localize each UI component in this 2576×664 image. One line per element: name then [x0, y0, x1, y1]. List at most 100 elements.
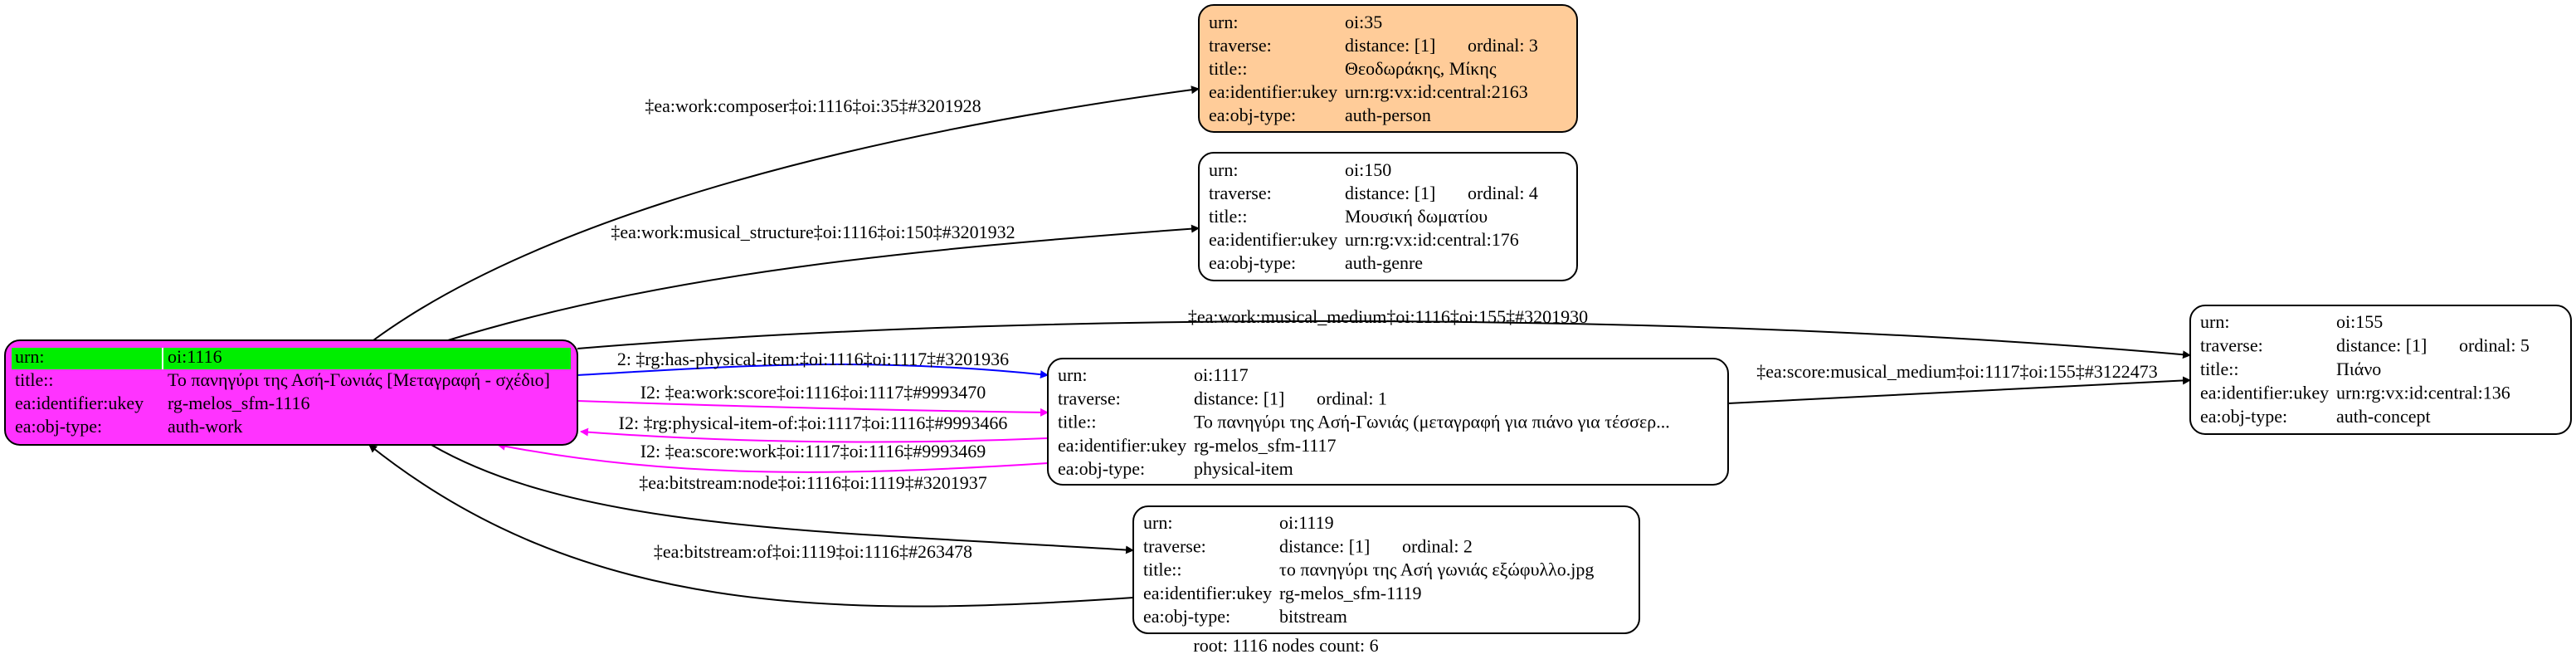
- edge-line: [368, 444, 1134, 608]
- node-field-label: ea:obj-type:: [1143, 606, 1230, 627]
- graph-node[interactable]: urn: oi:150 traverse: distance: [1] ordinal:…: [1198, 152, 1578, 281]
- node-field-label: traverse:: [1209, 183, 1272, 203]
- edge-line: [577, 320, 2191, 359]
- node-field-value: auth-genre: [1345, 252, 1423, 273]
- node-field-value: oi:1119: [1279, 512, 1334, 533]
- node-field-value: Μουσική δωματίου: [1345, 206, 1488, 227]
- edge-line: [577, 363, 1049, 379]
- node-box: [2189, 305, 2572, 435]
- node-field-value: distance: [1]: [1345, 35, 1435, 56]
- node-field-label: ea:obj-type:: [1209, 105, 1296, 125]
- node-field-value: auth-concept: [2336, 406, 2431, 427]
- node-field-value: urn:rg:vx:id:central:136: [2336, 383, 2510, 403]
- node-field-label: urn:: [1209, 159, 1238, 180]
- edge-line: [447, 224, 1200, 341]
- edge-label: I2: ‡rg:physical-item-of:‡oi:1117‡oi:111…: [619, 413, 1008, 433]
- node-field-label: ea:identifier:ukey: [1058, 435, 1186, 456]
- node-field-value: rg-melos_sfm-1116: [168, 393, 310, 413]
- edge-line: [577, 400, 1049, 417]
- node-field-label: urn:: [1143, 512, 1172, 533]
- node-field-label: urn:: [15, 346, 44, 367]
- node-field-value: Πιάνο: [2336, 359, 2381, 379]
- node-field-label: urn:: [2200, 311, 2229, 332]
- node-field-value: bitstream: [1279, 606, 1347, 627]
- node-field-label: ea:identifier:ukey: [1209, 81, 1337, 102]
- edge-label: 2: ‡rg:has-physical-item:‡oi:1116‡oi:111…: [617, 349, 1009, 369]
- edge-label: ‡ea:score:musical_medium‡oi:1117‡oi:155‡…: [1756, 361, 2158, 382]
- node-field-ordinal: ordinal: 4: [1468, 183, 1538, 203]
- node-field-value: distance: [1]: [1194, 388, 1284, 408]
- node-field-value: Το πανηγύρι της Ασή-Γωνιάς [Μεταγραφή - …: [168, 369, 550, 390]
- node-field-label: ea:identifier:ukey: [2200, 383, 2329, 403]
- node-field-value: physical-item: [1194, 458, 1293, 479]
- node-field-value: urn:rg:vx:id:central:2163: [1345, 81, 1528, 102]
- node-field-label: ea:identifier:ukey: [15, 393, 144, 413]
- node-field-value: auth-person: [1345, 105, 1431, 125]
- node-field-label: traverse:: [1143, 535, 1206, 556]
- node-field-value: το πανηγύρι της Ασή γωνιάς εξώφυλλο.jpg: [1279, 559, 1594, 580]
- node-field-value: oi:1116: [168, 346, 222, 367]
- edge-line: [431, 444, 1134, 554]
- node-field-label: title::: [1143, 559, 1181, 580]
- node-field-value: urn:rg:vx:id:central:176: [1345, 229, 1519, 250]
- node-field-label: ea:obj-type:: [15, 416, 102, 437]
- node-field-ordinal: ordinal: 3: [1468, 35, 1538, 56]
- node-box: [1198, 152, 1578, 281]
- node-field-label: title::: [15, 369, 53, 390]
- node-field-value: rg-melos_sfm-1117: [1194, 435, 1337, 456]
- node-field-value: Θεοδωράκης, Μίκης: [1345, 58, 1497, 79]
- node-field-label: ea:obj-type:: [1209, 252, 1296, 273]
- graph-node[interactable]: urn: oi:1117 traverse: distance: [1] ordinal…: [1047, 358, 1729, 486]
- edge-label: ‡ea:work:musical_medium‡oi:1116‡oi:155‡#…: [1188, 306, 1588, 327]
- node-field-value: oi:1117: [1194, 364, 1249, 385]
- node-field-label: traverse:: [2200, 335, 2263, 356]
- edge-label: ‡ea:work:composer‡oi:1116‡oi:35‡#3201928: [645, 95, 981, 116]
- edge-line: [1727, 376, 2191, 404]
- edges: [368, 85, 2191, 608]
- node-field-label: traverse:: [1058, 388, 1121, 408]
- edge-label: I2: ‡ea:work:score‡oi:1116‡oi:1117‡#9993…: [640, 382, 986, 403]
- node-field-value: distance: [1]: [1345, 183, 1435, 203]
- graph-node[interactable]: urn: oi:155 traverse: distance: [1] ordinal:…: [2189, 305, 2572, 435]
- node-field-value: oi:155: [2336, 311, 2383, 332]
- footer-status: root: 1116 nodes count: 6: [1193, 635, 1378, 656]
- node-field-label: urn:: [1058, 364, 1087, 385]
- edge-label: ‡ea:work:musical_structure‡oi:1116‡oi:15…: [611, 222, 1015, 242]
- node-box: [1132, 505, 1640, 634]
- edge-label: ‡ea:bitstream:of‡oi:1119‡oi:1116‡#263478: [654, 541, 972, 562]
- node-box: [1047, 358, 1729, 486]
- node-field-value: oi:150: [1345, 159, 1391, 180]
- node-field-label: ea:obj-type:: [2200, 406, 2287, 427]
- graph-node[interactable]: urn: oi:35 traverse: distance: [1] ordinal: …: [1198, 4, 1578, 133]
- node-field-value: distance: [1]: [2336, 335, 2427, 356]
- node-field-label: title::: [1209, 58, 1247, 79]
- node-field-label: ea:identifier:ukey: [1143, 583, 1272, 603]
- node-field-value: distance: [1]: [1279, 535, 1370, 556]
- node-field-ordinal: ordinal: 1: [1317, 388, 1387, 408]
- node-field-ordinal: ordinal: 2: [1402, 535, 1473, 556]
- node-field-label: title::: [2200, 359, 2238, 379]
- edge-line: [497, 442, 1049, 473]
- node-field-label: urn:: [1209, 12, 1238, 32]
- node-highlight-row: [12, 348, 571, 369]
- node-field-value: auth-work: [168, 416, 242, 437]
- node-field-label: ea:identifier:ukey: [1209, 229, 1337, 250]
- edge-line: [580, 427, 1049, 443]
- edge-label: I2: ‡ea:score:work‡oi:1117‡oi:1116‡#9993…: [640, 441, 986, 461]
- node-field-ordinal: ordinal: 5: [2459, 335, 2530, 356]
- node-field-label: title::: [1209, 206, 1247, 227]
- node-field-label: ea:obj-type:: [1058, 458, 1145, 479]
- node-field-value: Το πανηγύρι της Ασή-Γωνιάς (μεταγραφή γι…: [1194, 412, 1670, 432]
- edge-labels: ‡ea:work:composer‡oi:1116‡oi:35‡#3201928…: [611, 95, 2157, 562]
- node-field-value: rg-melos_sfm-1119: [1279, 583, 1422, 603]
- graph-node[interactable]: urn: oi:1119 traverse: distance: [1] ordinal…: [1132, 505, 1640, 634]
- node-field-label: traverse:: [1209, 35, 1272, 56]
- node-field-label: title::: [1058, 412, 1096, 432]
- edge-label: ‡ea:bitstream:node‡oi:1116‡oi:1119‡#3201…: [639, 472, 987, 493]
- node-field-value: oi:35: [1345, 12, 1382, 32]
- node-box: [1198, 4, 1578, 133]
- edge-line: [373, 85, 1200, 341]
